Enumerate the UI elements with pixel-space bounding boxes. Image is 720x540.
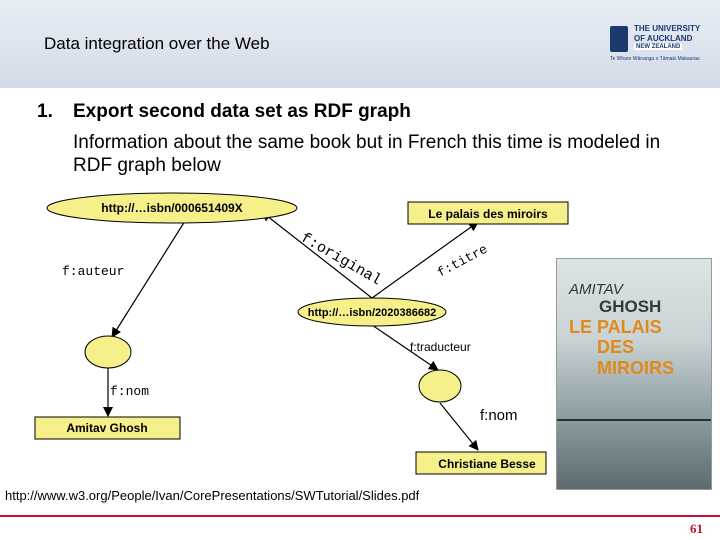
edge-traducteur-label: f:traducteur (410, 340, 471, 354)
book-author-first: AMITAV (569, 281, 623, 298)
bullet-heading: Export second data set as RDF graph (73, 101, 411, 122)
book-horizon-band (557, 419, 711, 421)
logo-line-1: THE UNIVERSITY (634, 24, 701, 33)
edge-original (261, 211, 373, 299)
edge-nom-translator-label: f:nom (480, 407, 518, 424)
slide-header: Data integration over the Web THE UNIVER… (0, 0, 720, 88)
edge-nom-author-label: f:nom (110, 384, 149, 399)
node-isbn-2 (297, 297, 447, 327)
node-title-literal (407, 201, 569, 225)
node-translator-literal-label: Christiane Besse (438, 457, 536, 471)
book-title-line-2: DES MIROIRS (597, 337, 675, 378)
logo-line-3: NEW ZEALAND (634, 44, 683, 50)
book-title-line-1: LE PALAIS (569, 317, 662, 337)
node-author-literal (34, 416, 181, 440)
edge-nom-translator (439, 402, 479, 451)
book-author-last: GHOSH (599, 297, 662, 316)
crest-icon (610, 26, 628, 52)
edge-titre (371, 221, 479, 299)
node-title-literal-label: Le palais des miroirs (428, 207, 548, 221)
node-blank-author (84, 335, 132, 369)
edge-original-label: f:original (298, 230, 384, 290)
university-logo: THE UNIVERSITY OF AUCKLAND NEW ZEALAND T… (610, 22, 710, 66)
bullet-number: 1. (37, 101, 53, 122)
node-author-literal-label: Amitav Ghosh (66, 421, 147, 435)
slide-title: Data integration over the Web (44, 34, 270, 53)
logo-line-2: OF AUCKLAND (634, 34, 693, 43)
node-isbn-1 (46, 192, 298, 224)
node-translator-literal (415, 451, 547, 475)
edge-auteur (111, 212, 191, 338)
source-link[interactable]: http://www.w3.org/People/Ivan/CorePresen… (5, 488, 420, 503)
node-blank-translator (418, 369, 462, 403)
edge-traducteur (371, 324, 439, 371)
logo-line-4: Te Whare Wānanga o Tāmaki Makaurau (610, 56, 700, 62)
node-isbn-1-label: http://…isbn/000651409X (101, 201, 242, 215)
info-paragraph: Information about the same book but in F… (73, 132, 661, 176)
book-cover-image: AMITAV GHOSH LE PALAIS DES MIROIRS (556, 258, 712, 490)
footer-divider (0, 515, 720, 517)
page-number: 61 (690, 521, 703, 536)
node-isbn-2-label: http://…isbn/2020386682 (308, 307, 436, 319)
edge-auteur-label: f:auteur (62, 264, 124, 279)
